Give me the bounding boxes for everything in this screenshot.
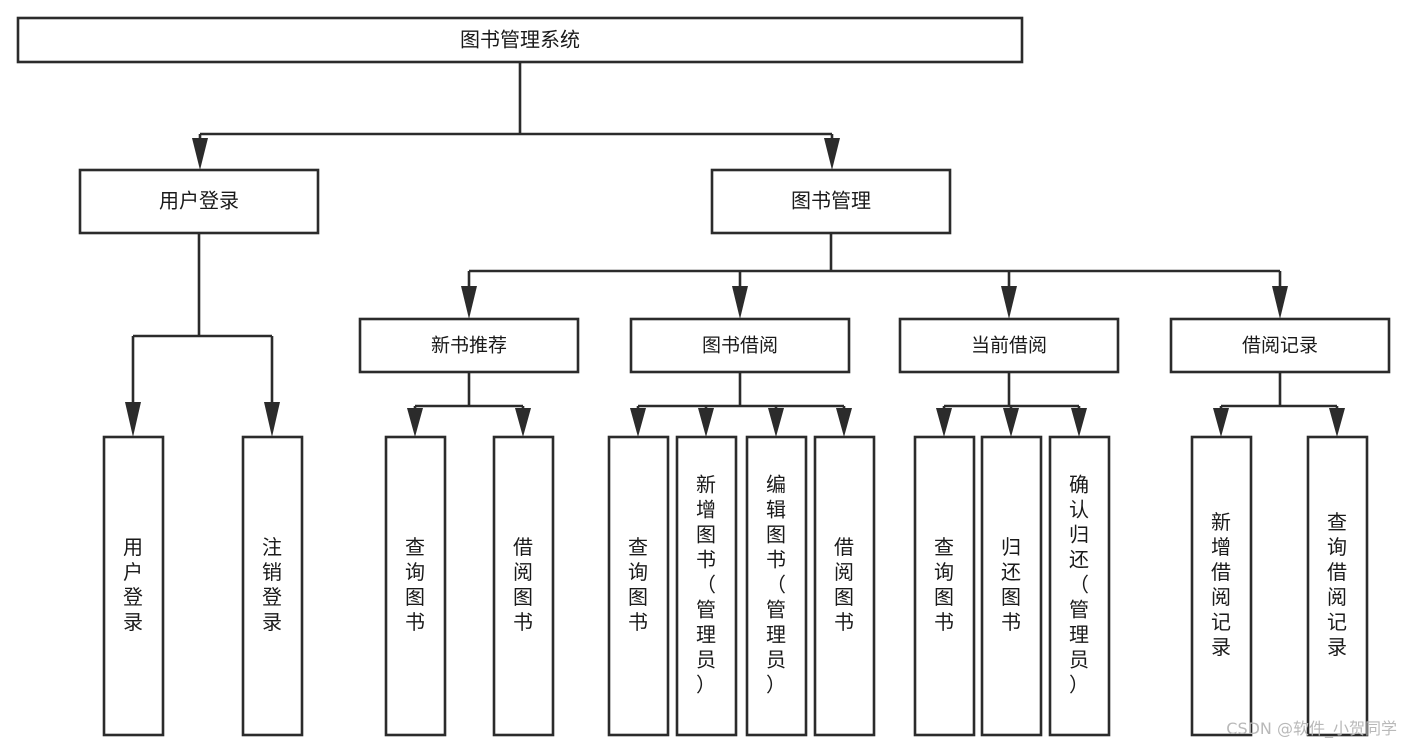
node-root-box[interactable] [16, 16, 1024, 64]
leaf-query-record-label: 查询借阅记录 [1327, 510, 1347, 659]
arrow-to-leaf-query-book-3 [936, 408, 952, 437]
leaf-user-login[interactable]: 用户登录 [102, 435, 165, 737]
leaf-query-book-2-box[interactable] [607, 435, 670, 737]
leaf-query-book-3-label: 查询图书 [934, 535, 954, 634]
node-user-login-box[interactable] [78, 168, 320, 235]
leaf-return-book-label: 归还图书 [1001, 535, 1021, 634]
arrow-to-leaf-query-record [1329, 408, 1345, 437]
connector-layer [125, 62, 1345, 437]
arrow-to-leaf-confirm-return [1071, 408, 1087, 437]
leaf-confirm-return-label: 确认归还（管理员） [1069, 473, 1089, 697]
node-root-label: 图书管理系统 [460, 28, 580, 52]
arrow-to-user-login [192, 138, 208, 170]
node-borrow-record-label: 借阅记录 [1242, 335, 1318, 357]
arrow-to-leaf-borrow-book-2 [836, 408, 852, 437]
arrow-to-book-management [824, 138, 840, 170]
arrow-to-leaf-borrow-book-1 [515, 408, 531, 437]
leaf-user-login-box[interactable] [102, 435, 165, 737]
leaf-query-book-3[interactable]: 查询图书 [913, 435, 976, 737]
node-user-login[interactable]: 用户登录 [78, 168, 320, 235]
node-book-borrow[interactable]: 图书借阅 [629, 317, 851, 374]
node-book-management-box[interactable] [710, 168, 952, 235]
node-root[interactable]: 图书管理系统 [16, 16, 1024, 64]
leaf-edit-book-label: 编辑图书（管理员） [766, 473, 786, 697]
arrow-to-leaf-return-book [1003, 408, 1019, 437]
node-new-book-recommend-label: 新书推荐 [431, 335, 507, 357]
node-new-book-recommend-box[interactable] [358, 317, 580, 374]
leaf-query-record[interactable]: 查询借阅记录 [1306, 435, 1369, 737]
leaf-borrow-book-1-label: 借阅图书 [513, 535, 533, 634]
leaf-user-logout[interactable]: 注销登录 [241, 435, 304, 737]
arrow-to-current-borrow [1001, 286, 1017, 319]
arrow-to-leaf-user-logout [264, 402, 280, 437]
leaf-user-login-label: 用户登录 [123, 535, 143, 634]
leaf-query-book-2-label: 查询图书 [628, 535, 648, 634]
node-book-management-label: 图书管理 [791, 189, 871, 213]
node-user-login-label: 用户登录 [159, 189, 239, 213]
leaf-add-record-box[interactable] [1190, 435, 1253, 737]
node-current-borrow[interactable]: 当前借阅 [898, 317, 1120, 374]
leaf-borrow-book-2-label: 借阅图书 [834, 535, 854, 634]
watermark-text: CSDN @软件_小贺同学 [1226, 719, 1397, 739]
node-current-borrow-label: 当前借阅 [971, 335, 1047, 357]
leaf-return-book[interactable]: 归还图书 [980, 435, 1043, 737]
leaf-edit-book[interactable]: 编辑图书（管理员） [745, 435, 808, 737]
node-book-borrow-label: 图书借阅 [702, 335, 778, 357]
leaf-user-logout-box[interactable] [241, 435, 304, 737]
arrow-to-leaf-add-book [698, 408, 714, 437]
node-book-management[interactable]: 图书管理 [710, 168, 952, 235]
arrow-to-book-borrow [732, 286, 748, 319]
node-current-borrow-box[interactable] [898, 317, 1120, 374]
node-new-book-recommend[interactable]: 新书推荐 [358, 317, 580, 374]
arrow-to-leaf-query-book-1 [407, 408, 423, 437]
leaf-add-book-box[interactable] [675, 435, 738, 737]
leaf-return-book-box[interactable] [980, 435, 1043, 737]
node-borrow-record[interactable]: 借阅记录 [1169, 317, 1391, 374]
leaf-confirm-return-box[interactable] [1048, 435, 1111, 737]
arrow-to-new-book-recommend [461, 286, 477, 319]
arrow-to-leaf-edit-book [768, 408, 784, 437]
leaf-query-book-1-label: 查询图书 [405, 535, 425, 634]
node-book-borrow-box[interactable] [629, 317, 851, 374]
arrow-to-leaf-add-record [1213, 408, 1229, 437]
leaf-edit-book-box[interactable] [745, 435, 808, 737]
leaf-query-book-1-box[interactable] [384, 435, 447, 737]
arrow-to-leaf-query-book-2 [630, 408, 646, 437]
leaf-borrow-book-2-box[interactable] [813, 435, 876, 737]
leaf-confirm-return[interactable]: 确认归还（管理员） [1048, 435, 1111, 737]
leaf-query-record-box[interactable] [1306, 435, 1369, 737]
leaf-query-book-2[interactable]: 查询图书 [607, 435, 670, 737]
leaf-add-record[interactable]: 新增借阅记录 [1190, 435, 1253, 737]
arrow-to-leaf-user-login [125, 402, 141, 437]
leaf-borrow-book-1[interactable]: 借阅图书 [492, 435, 555, 737]
leaf-borrow-book-1-box[interactable] [492, 435, 555, 737]
leaf-query-book-1[interactable]: 查询图书 [384, 435, 447, 737]
leaf-query-book-3-box[interactable] [913, 435, 976, 737]
leaf-add-book-label: 新增图书（管理员） [696, 473, 716, 697]
arrow-to-borrow-record [1272, 286, 1288, 319]
node-borrow-record-box[interactable] [1169, 317, 1391, 374]
leaf-user-logout-label: 注销登录 [262, 535, 282, 634]
leaf-add-book[interactable]: 新增图书（管理员） [675, 435, 738, 737]
leaf-borrow-book-2[interactable]: 借阅图书 [813, 435, 876, 737]
leaf-add-record-label: 新增借阅记录 [1211, 510, 1231, 659]
